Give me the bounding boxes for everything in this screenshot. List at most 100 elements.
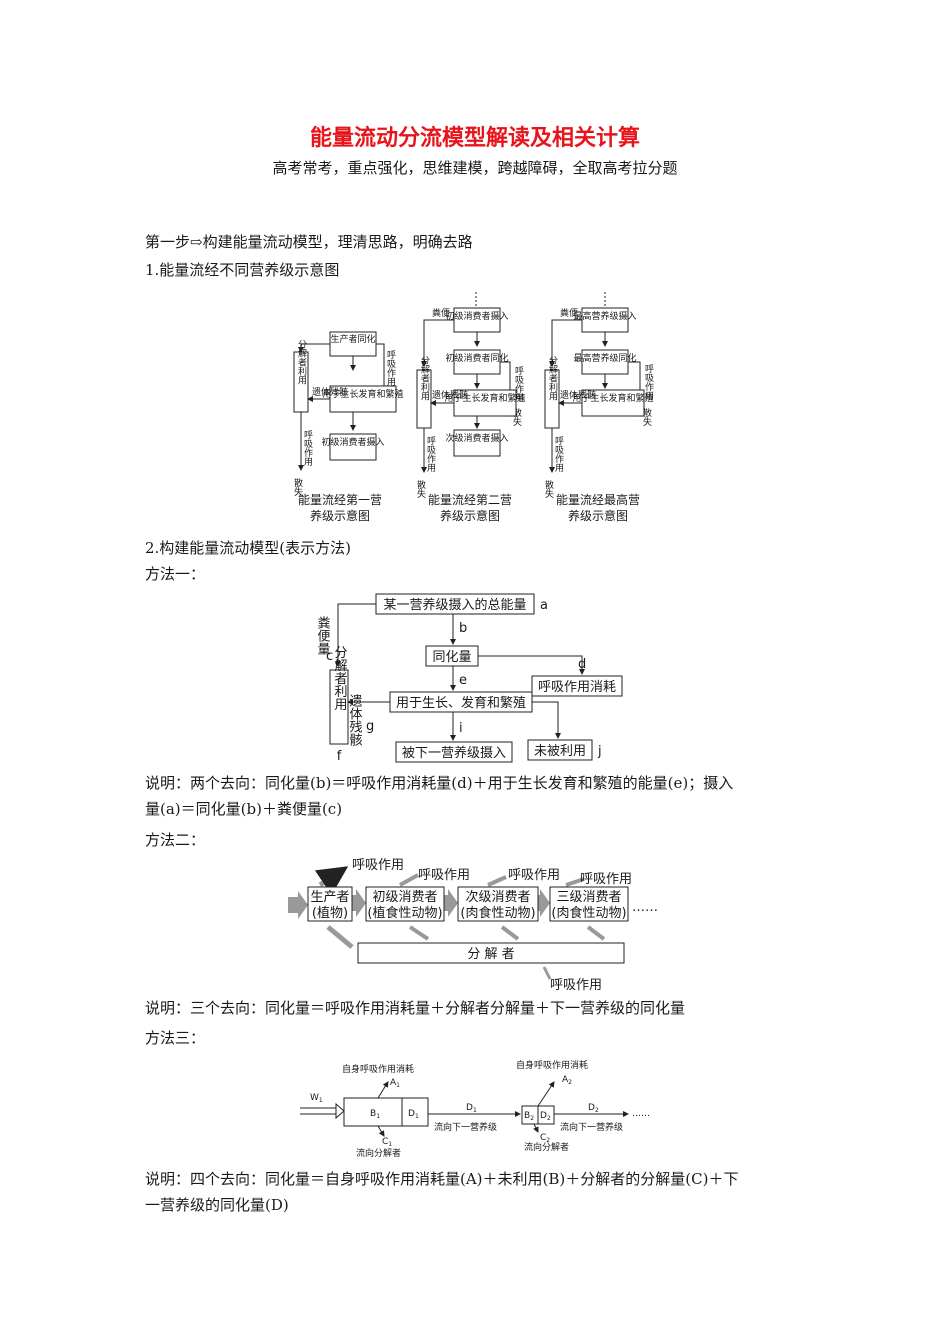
growth-label: 用于生长发育和繁殖 <box>572 392 653 404</box>
method-two-diagram: 呼吸作用 呼吸作用 呼吸作用 呼吸作用 生产者 (植物) 初级消费者 (植食性动… <box>288 858 658 993</box>
caption-line2: 养级示意图 <box>568 508 628 523</box>
unused-box: 未被利用 <box>534 744 586 759</box>
label-i: i <box>459 721 463 736</box>
method-one-diagram: 某一营养级摄入的总能量 a 粪便量 c b 同化量 d 呼吸作用消耗 e 用于生… <box>318 593 623 764</box>
resp-label-3: 呼吸作用 <box>508 868 560 883</box>
primary-intake-label: 初级消费者摄入 <box>445 310 508 322</box>
resp2-label: 呼吸作用 <box>553 436 564 473</box>
diagram-top-level: 最高营养级摄入 粪便 最高营养级同化 分解者利用 呼吸作用 散失 用于生长发育和… <box>543 292 654 523</box>
top-assim-label: 最高营养级同化 <box>573 352 636 364</box>
resp-label-1: 呼吸作用 <box>352 858 404 873</box>
caption-line2: 养级示意图 <box>440 508 500 523</box>
to-decomposer-label: 流向分解者 <box>356 1147 401 1159</box>
tertiary-consumer-sub: (肉食性动物) <box>551 905 626 921</box>
secondary-intake-label: 次级消费者摄入 <box>445 432 508 444</box>
decomposer-label: 分解者利用 <box>547 355 558 401</box>
diagram-second-level: 初级消费者摄入 粪便 初级消费者同化 分解者利用 呼吸作用 散失 用于生长发育和… <box>415 292 526 523</box>
energy-flow-level-diagrams: 生产者同化 分解者利用 呼吸作用 散失 用于生长发育和繁殖 遗体残骸 初级消费者… <box>292 292 654 523</box>
dissipate-label: 散失 <box>641 407 652 427</box>
section-heading-1: 1.能量流经不同营养级示意图 <box>145 261 340 279</box>
primary-consumer-sub: (植食性动物) <box>367 905 442 921</box>
to-next-label-2: 流向下一营养级 <box>560 1121 623 1133</box>
d1-box-label: D1 <box>408 1109 419 1120</box>
b1-label: B1 <box>370 1109 380 1120</box>
label-b: b <box>459 621 467 636</box>
decomposer-label: 分解者利用 <box>419 355 430 401</box>
decomposer-label: 分解者利用 <box>296 339 307 385</box>
note-three-line1: 说明：四个去向：同化量＝自身呼吸作用消耗量(A)＋未利用(B)＋分解者的分解量(… <box>145 1170 739 1188</box>
to-decomposer-label-2: 流向分解者 <box>524 1141 569 1153</box>
caption-line1: 能量流经最高营 <box>556 492 640 507</box>
resp-label-5: 呼吸作用 <box>550 978 602 993</box>
self-resp-label-1: 自身呼吸作用消耗 <box>342 1063 414 1075</box>
method-one-heading: 方法一： <box>145 565 206 583</box>
dissipate-label: 散失 <box>511 407 522 427</box>
diagram-first-level: 生产者同化 分解者利用 呼吸作用 散失 用于生长发育和繁殖 遗体残骸 初级消费者… <box>292 331 404 523</box>
remains-label: 遗体残骸 <box>347 694 363 746</box>
method-three-diagram: 自身呼吸作用消耗 自身呼吸作用消耗 A1 A2 W1 B1 D1 D1 流向下一… <box>300 1059 650 1159</box>
section-heading-2: 2.构建能量流动模型(表示方法) <box>145 539 352 557</box>
to-next-label-1: 流向下一营养级 <box>434 1121 497 1133</box>
producer-label: 生产者 <box>310 890 349 905</box>
label-g: g <box>366 719 374 734</box>
a2-label: A2 <box>562 1075 572 1086</box>
caption-line1: 能量流经第一营 <box>298 493 382 507</box>
resp2-label: 呼吸作用 <box>425 436 436 473</box>
d1-arrow-label: D1 <box>466 1103 477 1114</box>
remains-label: 遗体残骸 <box>312 386 348 398</box>
dissipate2-label: 散失 <box>292 477 303 497</box>
b2-label: B2 <box>524 1111 534 1122</box>
note-one-line1: 说明：两个去向：同化量(b)＝呼吸作用消耗量(d)＋用于生长发育和繁殖的能量(e… <box>145 774 734 792</box>
label-e: e <box>459 673 467 688</box>
feces-label: 粪便 <box>560 307 578 319</box>
primary-consumer-label: 初级消费者 <box>372 890 437 905</box>
label-j: j <box>597 744 602 759</box>
label-a: a <box>540 598 548 613</box>
d2-box-label: D2 <box>540 1111 551 1122</box>
step-heading: 第一步⇨构建能量流动模型，理清思路，明确去路 <box>145 233 473 251</box>
caption-line2: 养级示意图 <box>310 508 370 523</box>
dissipate2-label: 散失 <box>415 479 426 499</box>
next-level-box: 被下一营养级摄入 <box>402 745 506 761</box>
method-two-heading: 方法二： <box>145 831 206 849</box>
feces-label: 粪便 <box>432 307 450 319</box>
c1-label: C1 <box>382 1137 392 1148</box>
note-three-line2: 一营养级的同化量(D) <box>145 1196 289 1214</box>
resp-label-4: 呼吸作用 <box>580 872 632 887</box>
ellipsis: …… <box>632 1109 650 1119</box>
growth-label: 用于生长发育和繁殖 <box>444 392 525 404</box>
secondary-consumer-sub: (肉食性动物) <box>460 905 535 921</box>
label-c: c <box>326 649 333 664</box>
respiration-label: 呼吸作用 <box>513 366 524 403</box>
decomposer-box: 分解者利用 <box>332 646 348 712</box>
assimilation-box: 同化量 <box>432 650 471 665</box>
tertiary-consumer-label: 三级消费者 <box>556 890 621 905</box>
caption-line1: 能量流经第二营 <box>428 493 512 507</box>
remains-label: 遗体残骸 <box>432 389 468 401</box>
page-subtitle: 高考常考，重点强化，思维建模，跨越障碍，全取高考拉分题 <box>272 159 678 177</box>
decomposer-bar: 分 解 者 <box>467 947 514 962</box>
respiration-label: 呼吸作用 <box>643 364 654 401</box>
feces-amount-label: 粪便量 <box>318 616 330 655</box>
producer-sub: (植物) <box>312 906 348 921</box>
method-three-heading: 方法三： <box>145 1029 206 1047</box>
note-one-line2: 量(a)＝同化量(b)＋粪便量(c) <box>145 800 343 818</box>
respiration-box: 呼吸作用消耗 <box>538 680 616 695</box>
a1-label: A1 <box>390 1078 400 1089</box>
self-resp-label-2: 自身呼吸作用消耗 <box>516 1059 588 1071</box>
primary-intake-label: 初级消费者摄入 <box>321 436 384 448</box>
remains-label: 遗体残骸 <box>560 389 596 401</box>
top-intake-label: 最高营养级摄入 <box>573 310 636 322</box>
growth-label: 用于生长发育和繁殖 <box>322 388 403 400</box>
d2-arrow-label: D2 <box>588 1103 599 1114</box>
resp-label-2: 呼吸作用 <box>418 868 470 883</box>
dissipate2-label: 散失 <box>543 479 554 499</box>
resp2-label: 呼吸作用 <box>302 430 313 467</box>
total-intake-box: 某一营养级摄入的总能量 <box>383 597 526 613</box>
note-two: 说明：三个去向：同化量＝呼吸作用消耗量＋分解者分解量＋下一营养级的同化量 <box>145 999 686 1017</box>
growth-box: 用于生长、发育和繁殖 <box>396 695 526 711</box>
primary-assim-label: 初级消费者同化 <box>445 352 508 364</box>
secondary-consumer-label: 次级消费者 <box>465 889 530 905</box>
label-d: d <box>578 657 586 672</box>
ellipsis: …… <box>632 900 658 915</box>
